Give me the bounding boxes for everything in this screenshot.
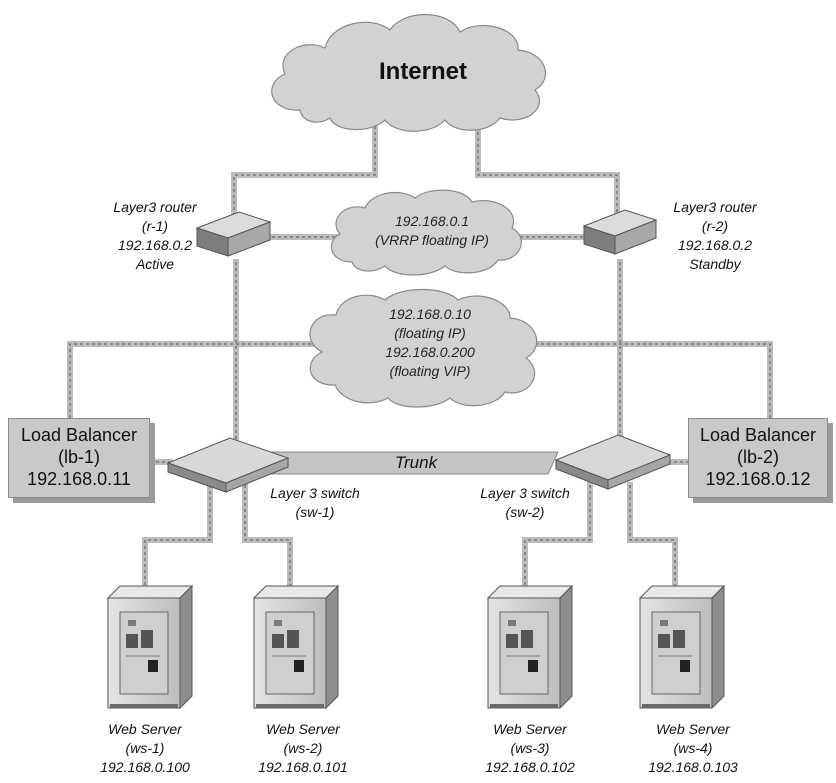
vrrp-cloud-label: 192.168.0.1(VRRP floating IP): [375, 213, 489, 248]
server-ws3-icon: [486, 584, 574, 710]
server-ws4-label: Web Server(ws-4)192.168.0.103: [648, 721, 738, 775]
router-r1-icon: [195, 211, 272, 257]
switch-sw2-icon: [554, 434, 672, 490]
server-ws2-icon: [252, 584, 340, 710]
load-balancer-lb2: Load Balancer(lb-2) 192.168.0.12: [688, 418, 828, 498]
server-ws1-icon: [106, 584, 194, 710]
link-sw1-ws1: [142, 482, 213, 599]
internet-label: Internet: [378, 58, 467, 85]
switch-sw1-label: Layer 3 switch(sw-1): [270, 485, 360, 520]
switch-sw1-icon: [166, 437, 290, 493]
servers-group: [106, 584, 726, 710]
vip-cloud-label: 192.168.0.10(floating IP) 192.168.0.200(…: [385, 306, 475, 379]
vip-cloud-icon: [309, 288, 538, 408]
link-internet-r1: [231, 117, 378, 228]
server-ws1-label: Web Server(ws-1)192.168.0.100: [100, 721, 190, 775]
router-r2-icon: [582, 209, 658, 255]
trunk-label: Trunk: [394, 453, 438, 472]
server-ws4-icon: [638, 584, 726, 710]
load-balancer-lb1: Load Balancer(lb-1) 192.168.0.11: [8, 418, 150, 498]
vrrp-cloud-icon: [330, 189, 522, 276]
link-sw2-ws3: [522, 482, 593, 599]
link-vip-lb2: [532, 341, 773, 421]
server-ws2-label: Web Server(ws-2)192.168.0.101: [258, 721, 348, 775]
internet-cloud-icon: [271, 13, 547, 132]
link-lb1-vip: [67, 341, 323, 421]
server-ws3-label: Web Server(ws-3)192.168.0.102: [485, 721, 575, 775]
switch-sw2-label: Layer 3 switch(sw-2): [480, 485, 570, 520]
